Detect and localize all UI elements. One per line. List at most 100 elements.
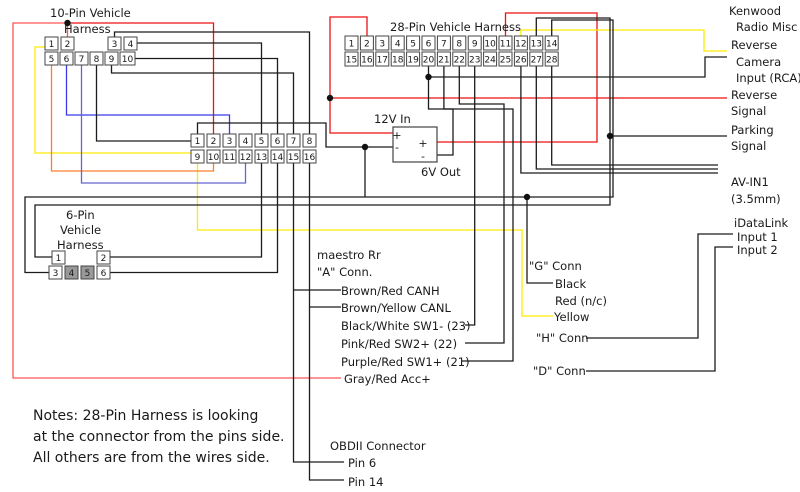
connector-pin-number: 11 [500,40,511,50]
connector-pin [190,133,205,148]
wire-10pin-8-to-16pin-1 [95,65,191,142]
connector-pin [390,51,405,67]
label-six-pin-title-1: 6-Pin [66,208,95,222]
connector-pin [104,51,119,66]
connector-pin-number: 2 [364,40,370,50]
connector-pin-number: 6 [275,137,281,147]
connector-pin-number: 3 [53,269,59,279]
label-obdii-pin6: Pin 6 [348,456,376,470]
label-h-conn-title: "H" Conn [536,331,589,345]
connector-pin [206,133,221,148]
label-maestro-wire-sw2-plus: Pink/Red SW2+ (22) [341,337,457,351]
connector-pin-number: 1 [195,137,201,147]
connector-pin [483,51,498,67]
connector-pin-number: 9 [195,153,201,163]
wire-avin-line-2 [535,66,718,170]
wire-10pin-7-to-16pin-12 [80,65,247,184]
connector-pin [467,35,482,51]
connector-pin-number: 13 [256,153,267,163]
label-maestro-title-2: "A" Conn. [317,265,372,279]
label-parking-signal-1: Parking [731,123,774,137]
connector-pin-number: 17 [377,56,388,66]
power-converter-terminal: - [421,150,425,163]
wire-junction-dot [523,193,531,201]
connector-pin-number: 26 [515,56,527,66]
label-maestro-wire-acc: Gray/Red Acc+ [344,372,431,386]
connector-pin [286,133,301,148]
connector-pin [529,35,544,51]
connector-pin-number: 8 [307,137,313,147]
connector-pin [344,51,359,67]
connector-pin-number: 20 [423,56,435,66]
label-obdii-title: OBDII Connector [330,439,426,453]
wire-avin-line-3 [551,66,718,166]
power-converter-terminal: + [392,129,401,142]
connector-pin [270,149,285,164]
connector-pin-number: 28 [546,56,558,66]
wire-canh-to-obdii-pin6 [292,163,344,463]
connector-pin-number: 15 [346,56,357,66]
connector-pin [89,51,104,66]
connector-pin-number: 7 [79,55,85,65]
connector-pin [74,51,89,66]
connector-pin [60,36,75,51]
connector-pin-number: 16 [304,153,316,163]
connector-pin-number: 16 [361,56,373,66]
connector-pin-number: 7 [441,40,447,50]
connector-pin-number: 3 [379,40,385,50]
connector-pin [436,51,451,67]
label-reverse-camera-2: Camera [736,55,781,69]
connector-pin-number: 4 [69,269,75,279]
connector-pin [48,265,63,280]
connector-pin [51,250,66,265]
connector-pin-number: 6 [64,55,70,65]
label-reverse-camera-3: Input (RCA) [736,71,800,85]
connector-pin-number: 9 [472,40,478,50]
connector-pin-number: 4 [243,137,249,147]
label-kenwood-title-1: Kenwood [729,4,781,18]
label-twentyeight-pin-title: 28-Pin Vehicle Harness [390,20,521,34]
wire-10pin-4-to-16pin-5 [137,42,263,134]
connector-pin [64,265,79,280]
connector-pin-number: 12 [240,153,251,163]
wire-h-conn-to-input1 [586,233,733,339]
connector-pin-number: 1 [56,254,62,264]
connector-pin-number: 18 [392,56,404,66]
wire-6v-plus-to-28pin-11 [437,12,598,143]
connector-pin [123,36,138,51]
connector-pin-number: 1 [49,40,55,50]
connector-pin [107,36,122,51]
connector-pin-number: 1 [349,40,355,50]
label-obdii-pin14: Pin 14 [348,475,383,489]
connector-pin-number: 13 [531,40,542,50]
connector-pin [544,35,559,51]
wire-10pin-3-to-16pin-8 [113,31,311,134]
connector-pin [44,51,59,66]
connector-pin [406,51,421,67]
label-maestro-wire-sw1-plus: Purple/Red SW1+ (21) [341,355,470,369]
connector-pin [513,35,528,51]
label-six-v-out: 6V Out [421,165,461,179]
label-g-conn-black: Black [555,277,586,291]
label-av-in1-2: (3.5mm) [731,192,781,206]
connector-pin [390,35,405,51]
connector-pin [222,149,237,164]
connector-pin-number: 7 [291,137,297,147]
connector-pin [359,35,374,51]
label-notes-line-1: Notes: 28-Pin Harness is looking [33,408,258,424]
wire-28pin-2-to-12v-plus [329,16,393,134]
wire-sw1-minus-wire [465,66,476,326]
wire-g-conn-black-branch [526,197,553,284]
connector-pin-number: 12 [515,40,526,50]
wire-ground-bus [24,19,614,274]
connector-pin [375,51,390,67]
label-reverse-camera-1: Reverse [731,38,777,52]
label-g-conn-title: "G" Conn [529,259,582,273]
wire-sw1-plus-wire [443,66,514,362]
wire-parking-net [34,17,611,258]
label-kenwood-title-2: Radio Misc [736,20,797,34]
